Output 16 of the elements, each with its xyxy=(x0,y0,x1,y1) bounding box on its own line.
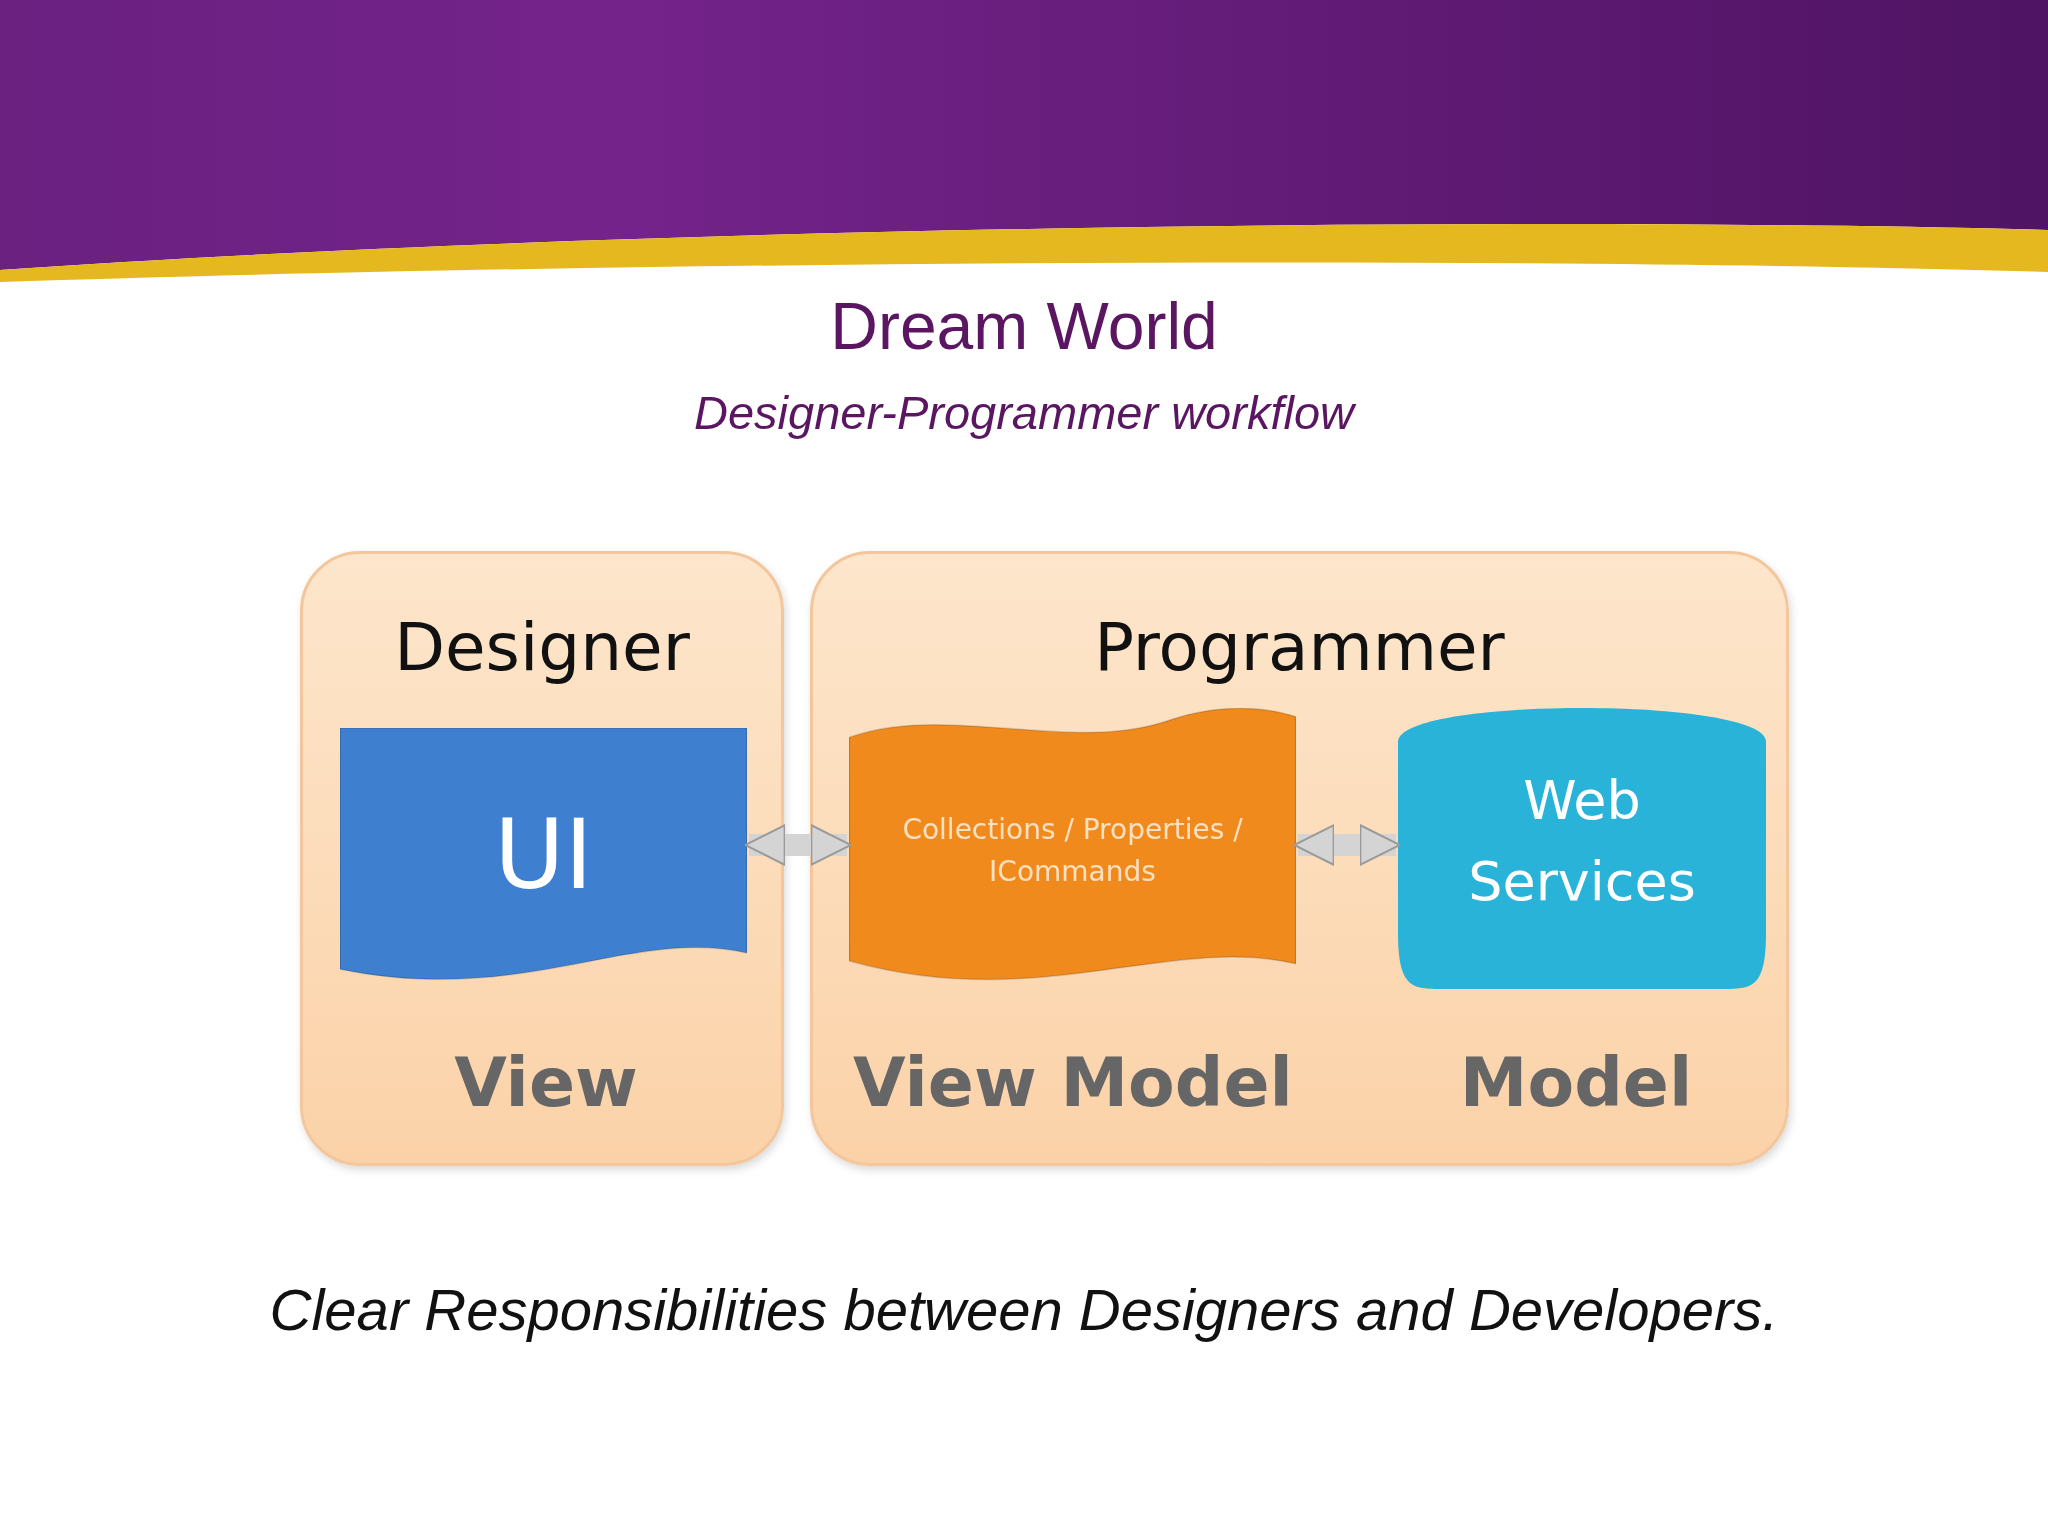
double-arrow xyxy=(1293,824,1401,866)
panel-heading: Designer xyxy=(393,609,691,686)
group-panel xyxy=(810,551,1789,1166)
caption: Clear Responsibilities between Designers and Developers. xyxy=(268,1276,1780,1343)
layer-label: View xyxy=(453,1043,639,1122)
panel-heading: Programmer xyxy=(1093,609,1506,686)
layer-label: View Model xyxy=(853,1043,1293,1122)
shape-label: UI xyxy=(493,797,594,913)
rounded-cylinder xyxy=(1398,708,1766,989)
subtitle: Designer-Programmer workflow xyxy=(0,385,2048,440)
double-arrow xyxy=(744,824,852,866)
shape-label: Collections / Properties / ICommands xyxy=(901,811,1244,890)
layer-label: Model xyxy=(1458,1043,1694,1122)
title: Dream World xyxy=(829,288,1219,364)
shape-label: Web Services xyxy=(1467,767,1697,915)
group-panel xyxy=(300,551,784,1166)
